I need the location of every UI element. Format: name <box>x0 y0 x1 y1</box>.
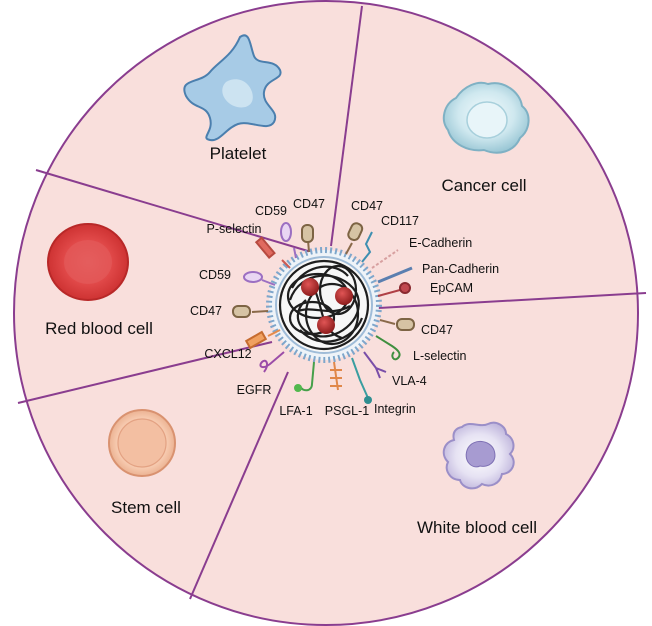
stem-cell-label: Stem cell <box>111 498 181 517</box>
red-blood-cell-label: Red blood cell <box>45 319 153 338</box>
surface-receptors <box>232 222 415 404</box>
marker-label: CD47 <box>421 323 453 337</box>
platelet-label: Platelet <box>210 144 267 163</box>
marker-label: CXCL12 <box>204 347 251 361</box>
payload-dot <box>301 278 319 296</box>
marker-label: LFA-1 <box>279 404 312 418</box>
marker-label: L-selectin <box>413 349 467 363</box>
marker-label: E-Cadherin <box>409 236 472 250</box>
segment-dividers <box>17 5 647 600</box>
stem-cell-icon <box>108 409 176 477</box>
white-blood-cell-icon <box>442 421 515 490</box>
payload-dot <box>335 287 353 305</box>
marker-label: P-selectin <box>207 222 262 236</box>
marker-label: Pan-Cadherin <box>422 262 499 276</box>
marker-label: CD47 <box>293 197 325 211</box>
marker-label: CD59 <box>199 268 231 282</box>
cancer-cell-icon <box>442 81 530 154</box>
payload-dot <box>317 316 335 334</box>
membrane-coated-nanoparticle <box>266 247 382 363</box>
marker-label: EGFR <box>237 383 272 397</box>
marker-label: Integrin <box>374 402 416 416</box>
marker-label: CD59 <box>255 204 287 218</box>
cancer-cell-label: Cancer cell <box>441 176 526 195</box>
marker-label: CD47 <box>190 304 222 318</box>
red-blood-cell-icon <box>47 223 129 301</box>
marker-labels: CD47 CD59 P-selectin CD47 CD117 E-Cadher… <box>190 197 499 418</box>
platelet-icon <box>183 34 282 142</box>
marker-label: EpCAM <box>430 281 473 295</box>
polymer-core <box>278 259 370 351</box>
marker-label: VLA-4 <box>392 374 427 388</box>
marker-label: CD47 <box>351 199 383 213</box>
marker-label: CD117 <box>381 214 419 228</box>
marker-label: PSGL-1 <box>325 404 370 418</box>
white-blood-cell-label: White blood cell <box>417 518 537 537</box>
